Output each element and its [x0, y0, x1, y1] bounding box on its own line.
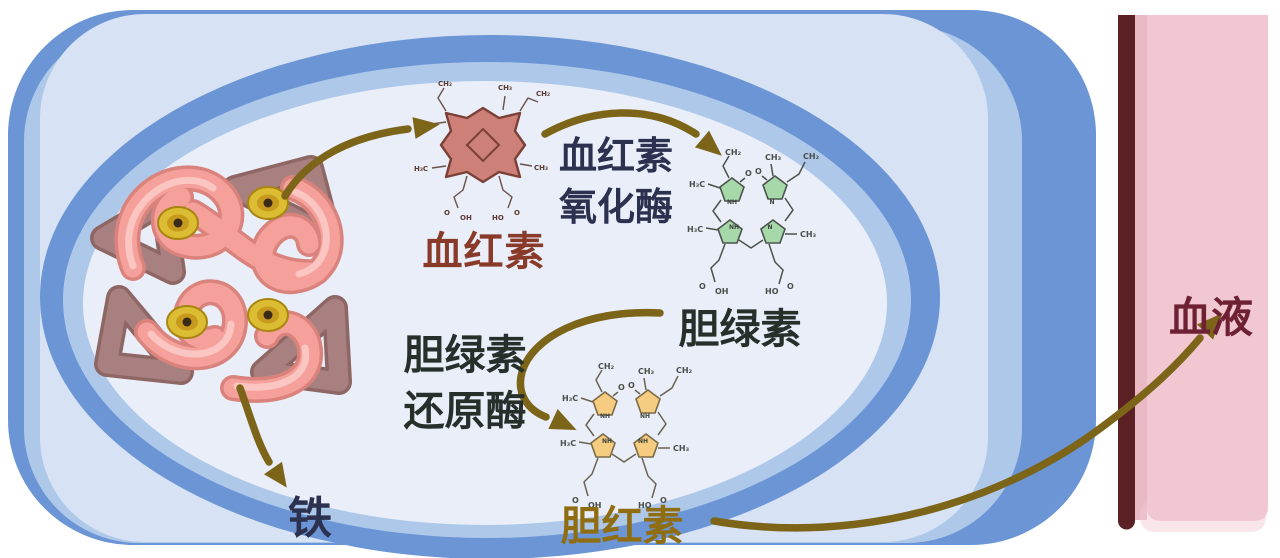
- formula-label: O: [618, 383, 625, 392]
- label-heme-oxygenase-line2: 氧化酶: [558, 187, 673, 229]
- formula-label: O: [660, 496, 667, 505]
- formula-label: NH: [640, 413, 650, 420]
- pyrrole-ring: [719, 177, 745, 202]
- formula-label: N: [769, 199, 774, 206]
- formula-label: NH: [602, 438, 612, 445]
- formula-label: O: [572, 496, 579, 505]
- heme-discs: [157, 186, 289, 339]
- heme-disc: [166, 305, 208, 339]
- formula-label: CH₃: [638, 367, 655, 376]
- pyrrole-ring: [590, 433, 616, 458]
- formula-label: NH: [638, 438, 648, 445]
- arrow-hemoglobin-to-heme: [281, 117, 440, 200]
- formula-label: O: [444, 209, 450, 217]
- formula-label: NH: [727, 199, 737, 206]
- formula-label: CH₂: [803, 152, 820, 161]
- arrow-bilirubin-to-blood: [710, 312, 1223, 532]
- pyrrole-ring: [760, 219, 786, 244]
- formula-label: O: [514, 209, 520, 217]
- bilirubin-molecule: NH NH NH NH CH₂ H₃C CH₃ CH₂ O O H₃C CH₃ …: [560, 362, 693, 510]
- label-heme: 血红素: [422, 230, 546, 274]
- pyrrole-ring: [762, 175, 788, 200]
- label-biliverdin: 胆绿素: [678, 306, 802, 352]
- formula-label: OH: [460, 214, 472, 222]
- pyrrole-ring: [592, 391, 618, 416]
- pyrrole-ring: [635, 389, 661, 414]
- porphyrin-ring: [439, 106, 527, 184]
- formula-label: CH₂: [536, 90, 550, 98]
- formula-label: H₃C: [560, 439, 576, 448]
- formula-label: H₃C: [562, 394, 578, 403]
- formula-label: O: [745, 169, 752, 178]
- pyrrole-ring: [633, 433, 659, 458]
- formula-label: H₃C: [414, 165, 428, 173]
- flow-arrows: [236, 109, 1223, 532]
- formula-label: HO: [638, 501, 652, 510]
- vessel-wall-bar: [1118, 15, 1135, 530]
- label-iron: 铁: [288, 494, 332, 543]
- formula-label: CH₂: [725, 148, 742, 157]
- formula-label: NH: [600, 413, 610, 420]
- formula-label: HO: [765, 287, 779, 296]
- formula-label: OH: [588, 501, 602, 510]
- formula-label: HO: [492, 214, 504, 222]
- formula-label: O: [699, 282, 706, 291]
- formula-label: CH₃: [800, 230, 817, 239]
- label-biliverdin-reductase-line2: 还原酶: [403, 388, 527, 434]
- formula-label: CH₃: [534, 164, 548, 172]
- label-heme-oxygenase-line1: 血红素: [558, 136, 673, 178]
- heme-disc: [157, 206, 199, 240]
- label-blood: 血液: [1168, 294, 1253, 341]
- formula-label: O: [628, 381, 635, 390]
- label-heme-oxygenase: 血红素 氧化酶: [552, 132, 680, 234]
- blood-area-fade: [1140, 500, 1266, 532]
- formula-label: O: [787, 282, 794, 291]
- formula-label: NH: [729, 224, 739, 231]
- formula-label: O: [755, 167, 762, 176]
- heme-disc: [247, 298, 289, 332]
- hemoglobin-illustration: [90, 155, 352, 403]
- label-bilirubin: 胆红素: [560, 503, 684, 549]
- arrow-biliverdin-to-bilirubin: [516, 308, 664, 430]
- formula-label: H₃C: [689, 180, 705, 189]
- blood-vessel: [1118, 15, 1268, 532]
- vessel-inner-strip: [1135, 15, 1147, 520]
- heme-disc: [247, 186, 289, 220]
- formula-label: CH₂: [598, 362, 615, 371]
- pyrrole-ring: [717, 219, 743, 244]
- formula-label: OH: [715, 287, 729, 296]
- label-biliverdin-reductase: 胆绿素 还原酶: [394, 327, 536, 439]
- formula-label: CH₃: [498, 84, 512, 92]
- cell-body: [8, 10, 1096, 558]
- arrow-heme-to-iron: [236, 384, 287, 488]
- label-biliverdin-reductase-line1: 胆绿素: [403, 332, 527, 378]
- formula-label: CH₂: [676, 366, 693, 375]
- formula-label: CH₂: [438, 80, 452, 88]
- arrow-heme-to-biliverdin: [541, 109, 722, 156]
- blood-area: [1147, 15, 1268, 521]
- formula-label: CH₃: [765, 153, 782, 162]
- formula-label: H₃C: [687, 225, 703, 234]
- formula-label: CH₃: [673, 444, 690, 453]
- biliverdin-molecule: NH N NH N CH₂ H₃C CH₃ CH₂ O O H₃C CH₃ O …: [687, 148, 820, 296]
- formula-label: N: [767, 224, 772, 231]
